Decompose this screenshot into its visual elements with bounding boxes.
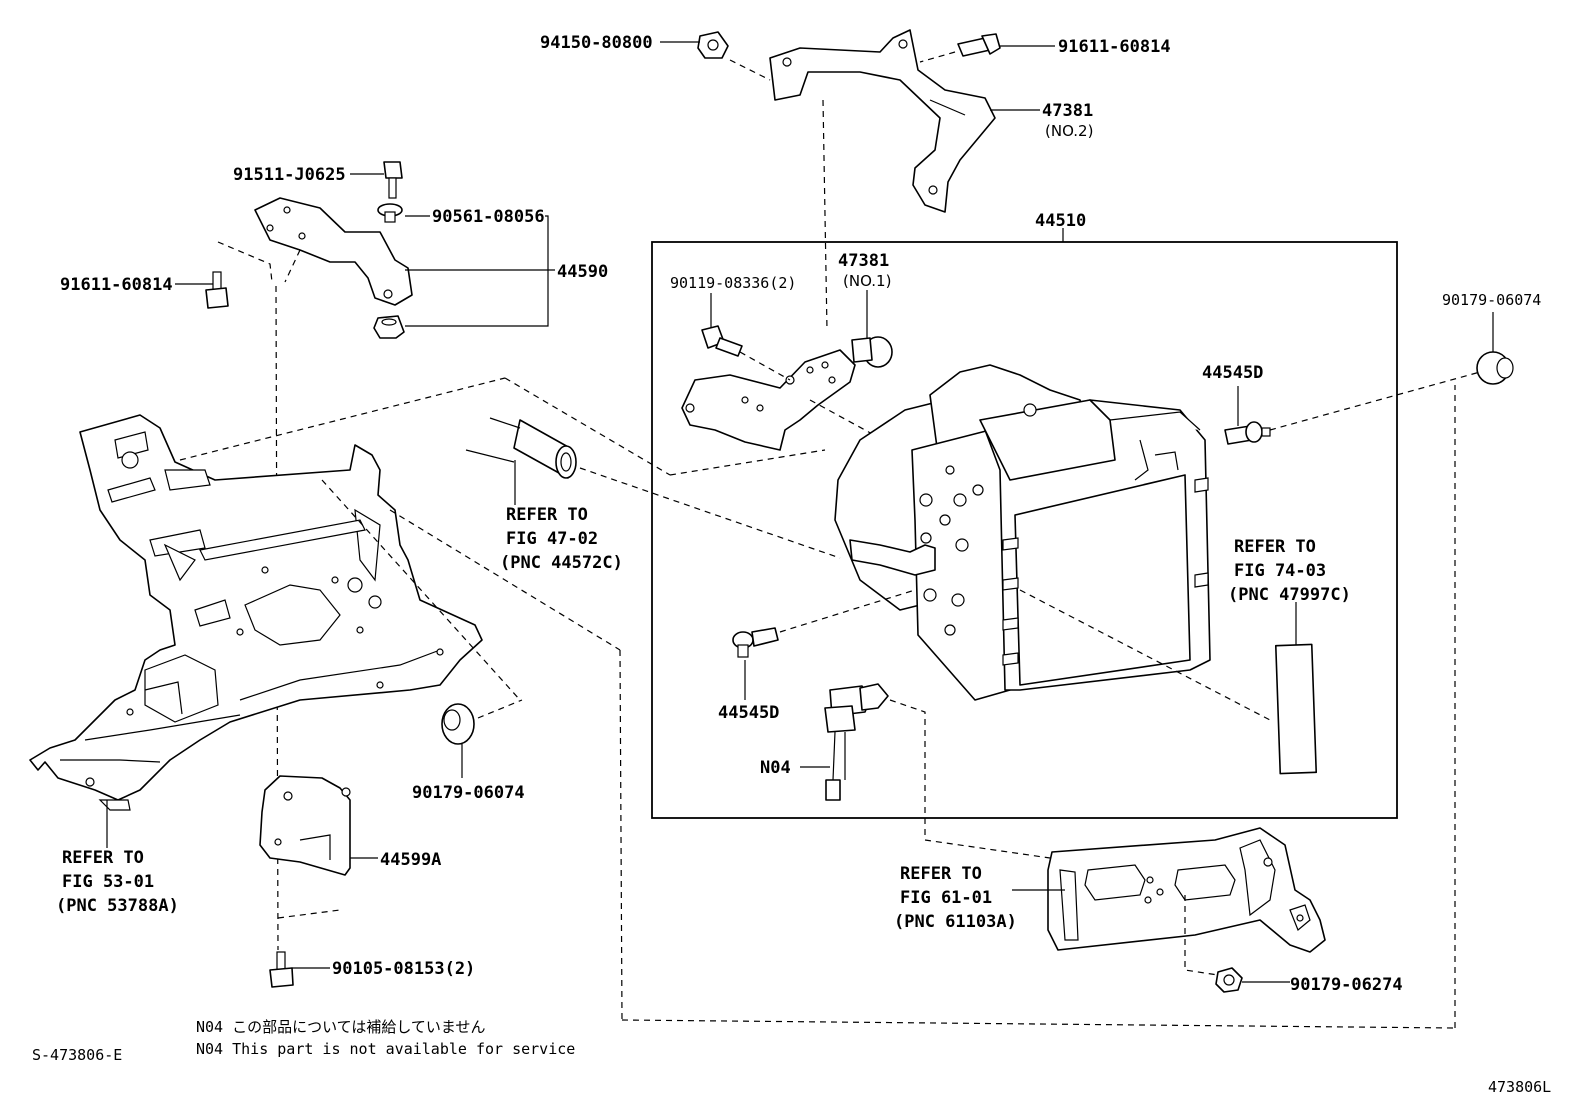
reference-61-01: REFER TO FIG 61-01 (PNC 61103A) bbox=[894, 864, 1017, 932]
hose-refer-47-02 bbox=[513, 419, 577, 479]
connector-n04 bbox=[824, 683, 889, 801]
svg-text:REFER TO: REFER TO bbox=[1234, 537, 1316, 557]
label-44545d-bottom: 44545D bbox=[718, 703, 779, 723]
note-english: N04 This part is not available for servi… bbox=[196, 1040, 575, 1058]
label-44590: 44590 bbox=[557, 262, 608, 282]
svg-text:REFER TO: REFER TO bbox=[62, 848, 144, 868]
bolt-90119-08336 bbox=[701, 325, 743, 357]
figure-code: S-473806-E bbox=[32, 1046, 122, 1064]
bracket-47381-no1 bbox=[681, 349, 856, 451]
bolt-91611-60814-left bbox=[205, 271, 229, 309]
label-90179-06074-right: 90179-06074 bbox=[1442, 291, 1541, 309]
svg-text:(PNC 53788A): (PNC 53788A) bbox=[56, 896, 179, 916]
label-90105-08153: 90105-08153(2) bbox=[332, 959, 475, 979]
label-91611-60814-top: 91611-60814 bbox=[1058, 37, 1171, 57]
label-n04: N04 bbox=[760, 758, 791, 778]
label-91511-j0625: 91511-J0625 bbox=[233, 165, 346, 185]
bracket-47381-no2 bbox=[769, 29, 996, 213]
bolt-91611-60814-top bbox=[957, 33, 1001, 57]
bracket-44590 bbox=[254, 197, 413, 306]
nut-90179-06274 bbox=[1215, 967, 1243, 993]
label-90179-06274: 90179-06274 bbox=[1290, 975, 1403, 995]
label-91611-60814-left: 91611-60814 bbox=[60, 275, 173, 295]
reference-47-02: REFER TO FIG 47-02 (PNC 44572C) bbox=[500, 505, 623, 573]
svg-text:(PNC 47997C): (PNC 47997C) bbox=[1228, 585, 1351, 605]
svg-text:(PNC 44572C): (PNC 44572C) bbox=[500, 553, 623, 573]
bolt-90105-08153 bbox=[269, 951, 294, 988]
grommet-90179-06074-left bbox=[441, 703, 475, 745]
abs-actuator bbox=[834, 364, 1211, 701]
label-44510: 44510 bbox=[1035, 211, 1086, 231]
svg-text:FIG 61-01: FIG 61-01 bbox=[900, 888, 992, 908]
bracket-44599a bbox=[259, 775, 351, 876]
bolt-44545d-top bbox=[1224, 421, 1271, 445]
svg-text:FIG 47-02: FIG 47-02 bbox=[506, 529, 598, 549]
label-44599a: 44599A bbox=[380, 850, 441, 870]
main-bracket-left bbox=[29, 414, 483, 811]
reference-53-01: REFER TO FIG 53-01 (PNC 53788A) bbox=[56, 848, 179, 916]
nut-94150-80800 bbox=[697, 31, 729, 59]
bolt-44545d-bottom bbox=[732, 627, 779, 658]
grommet-90179-06074-right bbox=[1476, 351, 1514, 385]
label-47381-no2: 47381 bbox=[1042, 101, 1093, 121]
svg-text:FIG 53-01: FIG 53-01 bbox=[62, 872, 154, 892]
svg-text:REFER TO: REFER TO bbox=[506, 505, 588, 525]
label-47381-no2-sub: (NO.2) bbox=[1045, 122, 1093, 140]
nut-44590-lower bbox=[373, 315, 405, 339]
svg-text:REFER TO: REFER TO bbox=[900, 864, 982, 884]
label-94150-80800: 94150-80800 bbox=[540, 33, 653, 53]
corner-code: 473806L bbox=[1488, 1078, 1551, 1096]
bolt-91511-j0625 bbox=[383, 161, 403, 199]
assembly-44510-box bbox=[651, 241, 1398, 819]
reference-74-03: REFER TO FIG 74-03 (PNC 47997C) bbox=[1228, 537, 1351, 605]
bolt-90561-08056 bbox=[377, 203, 403, 223]
label-47381-no1: 47381 bbox=[838, 251, 889, 271]
label-90179-06074-left: 90179-06074 bbox=[412, 783, 525, 803]
label-47381-no1-sub: (NO.1) bbox=[843, 272, 891, 290]
svg-text:FIG 74-03: FIG 74-03 bbox=[1234, 561, 1326, 581]
svg-text:(PNC 61103A): (PNC 61103A) bbox=[894, 912, 1017, 932]
label-44545d-top: 44545D bbox=[1202, 363, 1263, 383]
label-47997c bbox=[1274, 643, 1318, 775]
grommet-47381-no1 bbox=[851, 336, 893, 368]
note-japanese: N04 この部品については補給していません bbox=[196, 1018, 485, 1036]
label-90119-08336: 90119-08336(2) bbox=[670, 274, 796, 292]
label-90561-08056: 90561-08056 bbox=[432, 207, 545, 227]
bracket-61-01 bbox=[1047, 827, 1326, 953]
